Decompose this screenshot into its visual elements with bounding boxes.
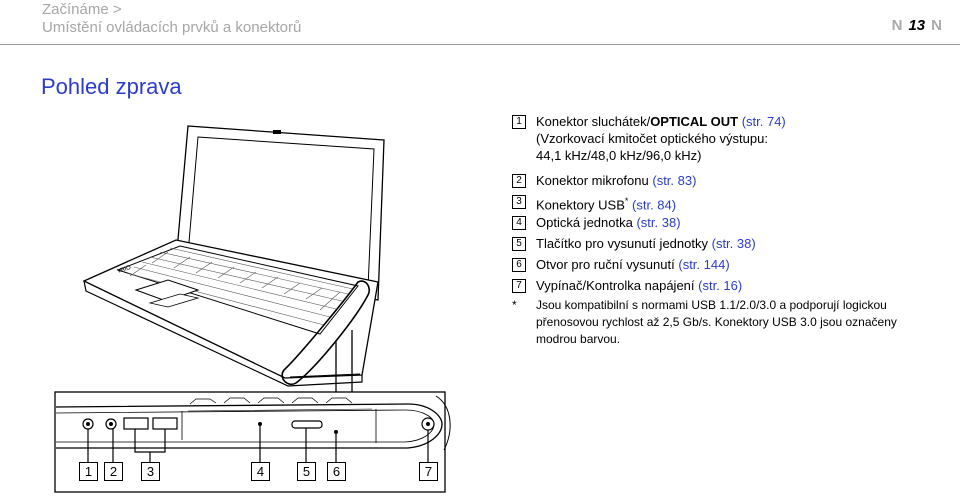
diagram-label: 1 <box>79 462 98 481</box>
page-navigation: N 13 N <box>892 17 942 34</box>
breadcrumb-current: Umístění ovládacích prvků a konektorů <box>42 19 302 36</box>
breadcrumb: Začínáme > Umístění ovládacích prvků a k… <box>42 1 301 37</box>
item-text: Vypínač/Kontrolka napájení (str. 16) <box>536 278 743 293</box>
item-number-badge: 7 <box>512 279 526 293</box>
list-item: 4 Optická jednotka (str. 38) <box>512 214 952 235</box>
diagram-label: 6 <box>327 462 346 481</box>
callout-lines <box>335 330 353 392</box>
diagram-label: 7 <box>419 462 438 481</box>
diagram-label: 5 <box>297 462 316 481</box>
microphone-port <box>105 418 117 430</box>
page-reference-link[interactable]: (str. 38) <box>636 215 681 230</box>
page-reference-link[interactable]: (str. 83) <box>652 173 697 188</box>
keyboard <box>116 245 359 335</box>
item-text: Tlačítko pro vysunutí jednotky (str. 38) <box>536 236 756 251</box>
breadcrumb-parent-link[interactable]: Začínáme > <box>42 1 122 18</box>
section-title: Pohled zprava <box>41 74 182 99</box>
next-page-arrow-icon[interactable]: N <box>931 17 942 34</box>
page-reference-link[interactable]: (str. 38) <box>711 236 756 251</box>
eject-button <box>291 420 323 429</box>
footnote-text: Jsou kompatibilní s normami USB 1.1/2.0/… <box>536 298 897 346</box>
item-number-badge: 6 <box>512 258 526 272</box>
touchpad-buttons <box>148 293 200 308</box>
item-number-badge: 1 <box>512 115 526 129</box>
item-number-badge: 5 <box>512 237 526 251</box>
usb-port-1 <box>123 417 149 430</box>
list-item: 2 Konektor mikrofonu (str. 83) <box>512 172 952 193</box>
vaio-logo: VAIO <box>117 265 132 275</box>
manual-eject-hole <box>334 430 338 434</box>
list-item: 7 Vypínač/Kontrolka napájení (str. 16) <box>512 277 952 298</box>
list-item: 5 Tlačítko pro vysunutí jednotky (str. 3… <box>512 235 952 256</box>
page-number: 13 <box>908 17 926 34</box>
item-text: Konektor sluchátek/OPTICAL OUT (str. 74)… <box>536 114 786 163</box>
item-number-badge: 4 <box>512 216 526 230</box>
right-side-highlight <box>281 280 371 386</box>
list-item: 3 Konektory USB* (str. 84) <box>512 193 952 214</box>
label-leader-lines <box>87 426 429 462</box>
item-text: Konektor mikrofonu (str. 83) <box>536 173 697 188</box>
item-text: Otvor pro ruční vysunutí (str. 144) <box>536 257 730 272</box>
previous-page-arrow-icon[interactable]: N <box>891 17 903 34</box>
power-switch-icon <box>421 417 435 431</box>
page-reference-link[interactable]: (str. 84) <box>632 197 677 213</box>
page-reference-link[interactable]: (str. 74) <box>741 114 786 129</box>
header-divider <box>0 44 960 45</box>
item-text: Konektory USB* (str. 84) <box>536 196 677 213</box>
headphone-optical-port <box>82 418 94 430</box>
usb-port-2 <box>152 417 178 430</box>
diagram-label: 3 <box>141 462 160 481</box>
touchpad <box>134 279 200 302</box>
page-reference-link[interactable]: (str. 144) <box>678 257 730 272</box>
optical-drive-marker <box>258 422 262 426</box>
list-item: 1 Konektor sluchátek/OPTICAL OUT (str. 7… <box>512 113 952 172</box>
item-number-badge: 3 <box>512 195 526 209</box>
item-text: Optická jednotka (str. 38) <box>536 215 681 230</box>
footnote-marker: * <box>512 298 517 312</box>
list-item: 6 Otvor pro ruční vysunutí (str. 144) <box>512 256 952 277</box>
diagram-label: 4 <box>251 462 270 481</box>
connector-list: 1 Konektor sluchátek/OPTICAL OUT (str. 7… <box>512 113 952 298</box>
diagram-label: 2 <box>104 462 123 481</box>
page-reference-link[interactable]: (str. 16) <box>698 278 743 293</box>
webcam-icon <box>273 130 281 134</box>
item-number-badge: 2 <box>512 174 526 188</box>
